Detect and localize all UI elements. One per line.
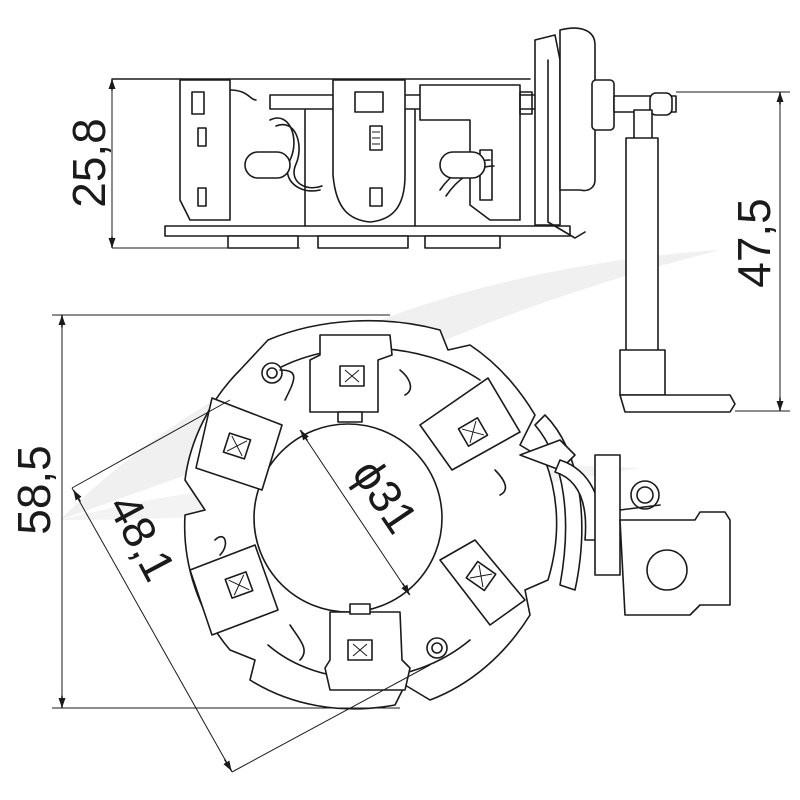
side-view (111, 27, 596, 249)
dim-side-height: 25,8 (63, 79, 300, 249)
dim-overall-height-label: 58,5 (8, 445, 60, 535)
front-terminal (519, 414, 731, 616)
terminal-bracket (591, 79, 736, 413)
dim-overall-height: 58,5 (8, 314, 400, 709)
front-brush-boxes (189, 334, 526, 691)
dim-bracket-height-label: 47,5 (728, 198, 780, 288)
dim-side-height-label: 25,8 (63, 118, 115, 208)
dim-bracket-height: 47,5 (676, 91, 790, 412)
